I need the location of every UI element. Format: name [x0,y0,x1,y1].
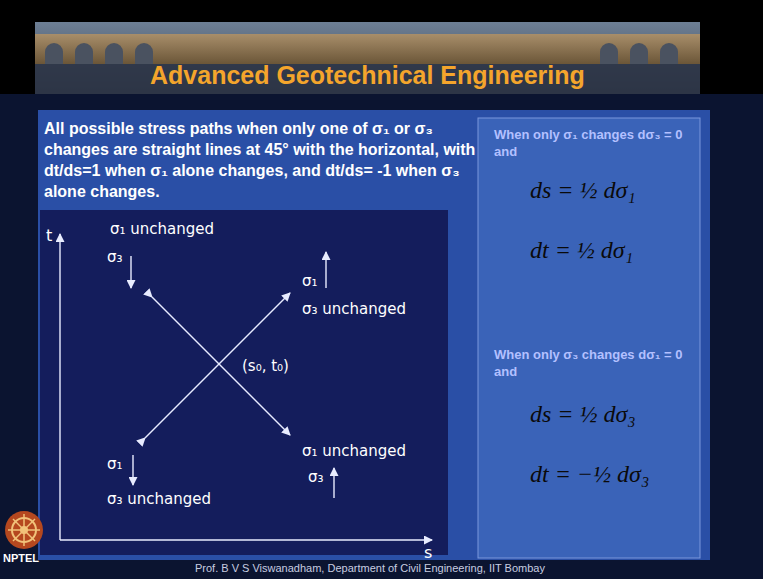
condition-note: When only σ₃ changes dσ₁ = 0 and [494,346,684,380]
nptel-logo [5,511,43,549]
stress-path-plot [60,234,432,540]
plot-label: t [46,226,52,245]
condition-note: When only σ₁ changes dσ₃ = 0 and [494,126,684,160]
diagram-panel [40,210,448,555]
plot-panel: t σ₁ unchanged σ₃ σ₁ σ₃ unchanged (s₀, t₀) σ₁ … [40,210,448,555]
top-band [0,0,763,22]
plot-label: σ₃ unchanged [107,490,211,508]
slide-title: Advanced Geotechnical Engineering [150,60,585,90]
plot-label: σ₁ [302,272,318,290]
banner-gap [0,94,763,110]
equation-panel: When only σ₁ changes dσ₃ = 0 and ds = ½ d… [478,118,700,558]
plot-label: (s₀, t₀) [242,357,289,375]
content-panel [38,110,710,560]
logo-text: NPTEL [3,552,39,565]
plot-label: σ₃ [308,468,324,486]
equation: ds = ½ dσ₃ [530,400,636,429]
equation: ds = ½ dσ₁ [530,176,636,205]
plot-label: σ₁ unchanged [302,442,406,460]
equation: dt = ½ dσ₁ [530,236,633,265]
plot-label: σ₃ [107,248,123,266]
equation: dt = −½ dσ₃ [530,460,649,489]
footer-credit: Prof. B V S Viswanadham, Department of C… [195,562,545,575]
banner-photo [0,22,763,94]
plot-label: σ₁ unchanged [110,220,214,238]
plot-label: s [424,543,432,562]
equation-panel [478,118,700,558]
plot-label: σ₁ [107,455,123,473]
plot-label: σ₃ unchanged [302,300,406,318]
statement-text: All possible stress paths when only one … [44,118,480,202]
